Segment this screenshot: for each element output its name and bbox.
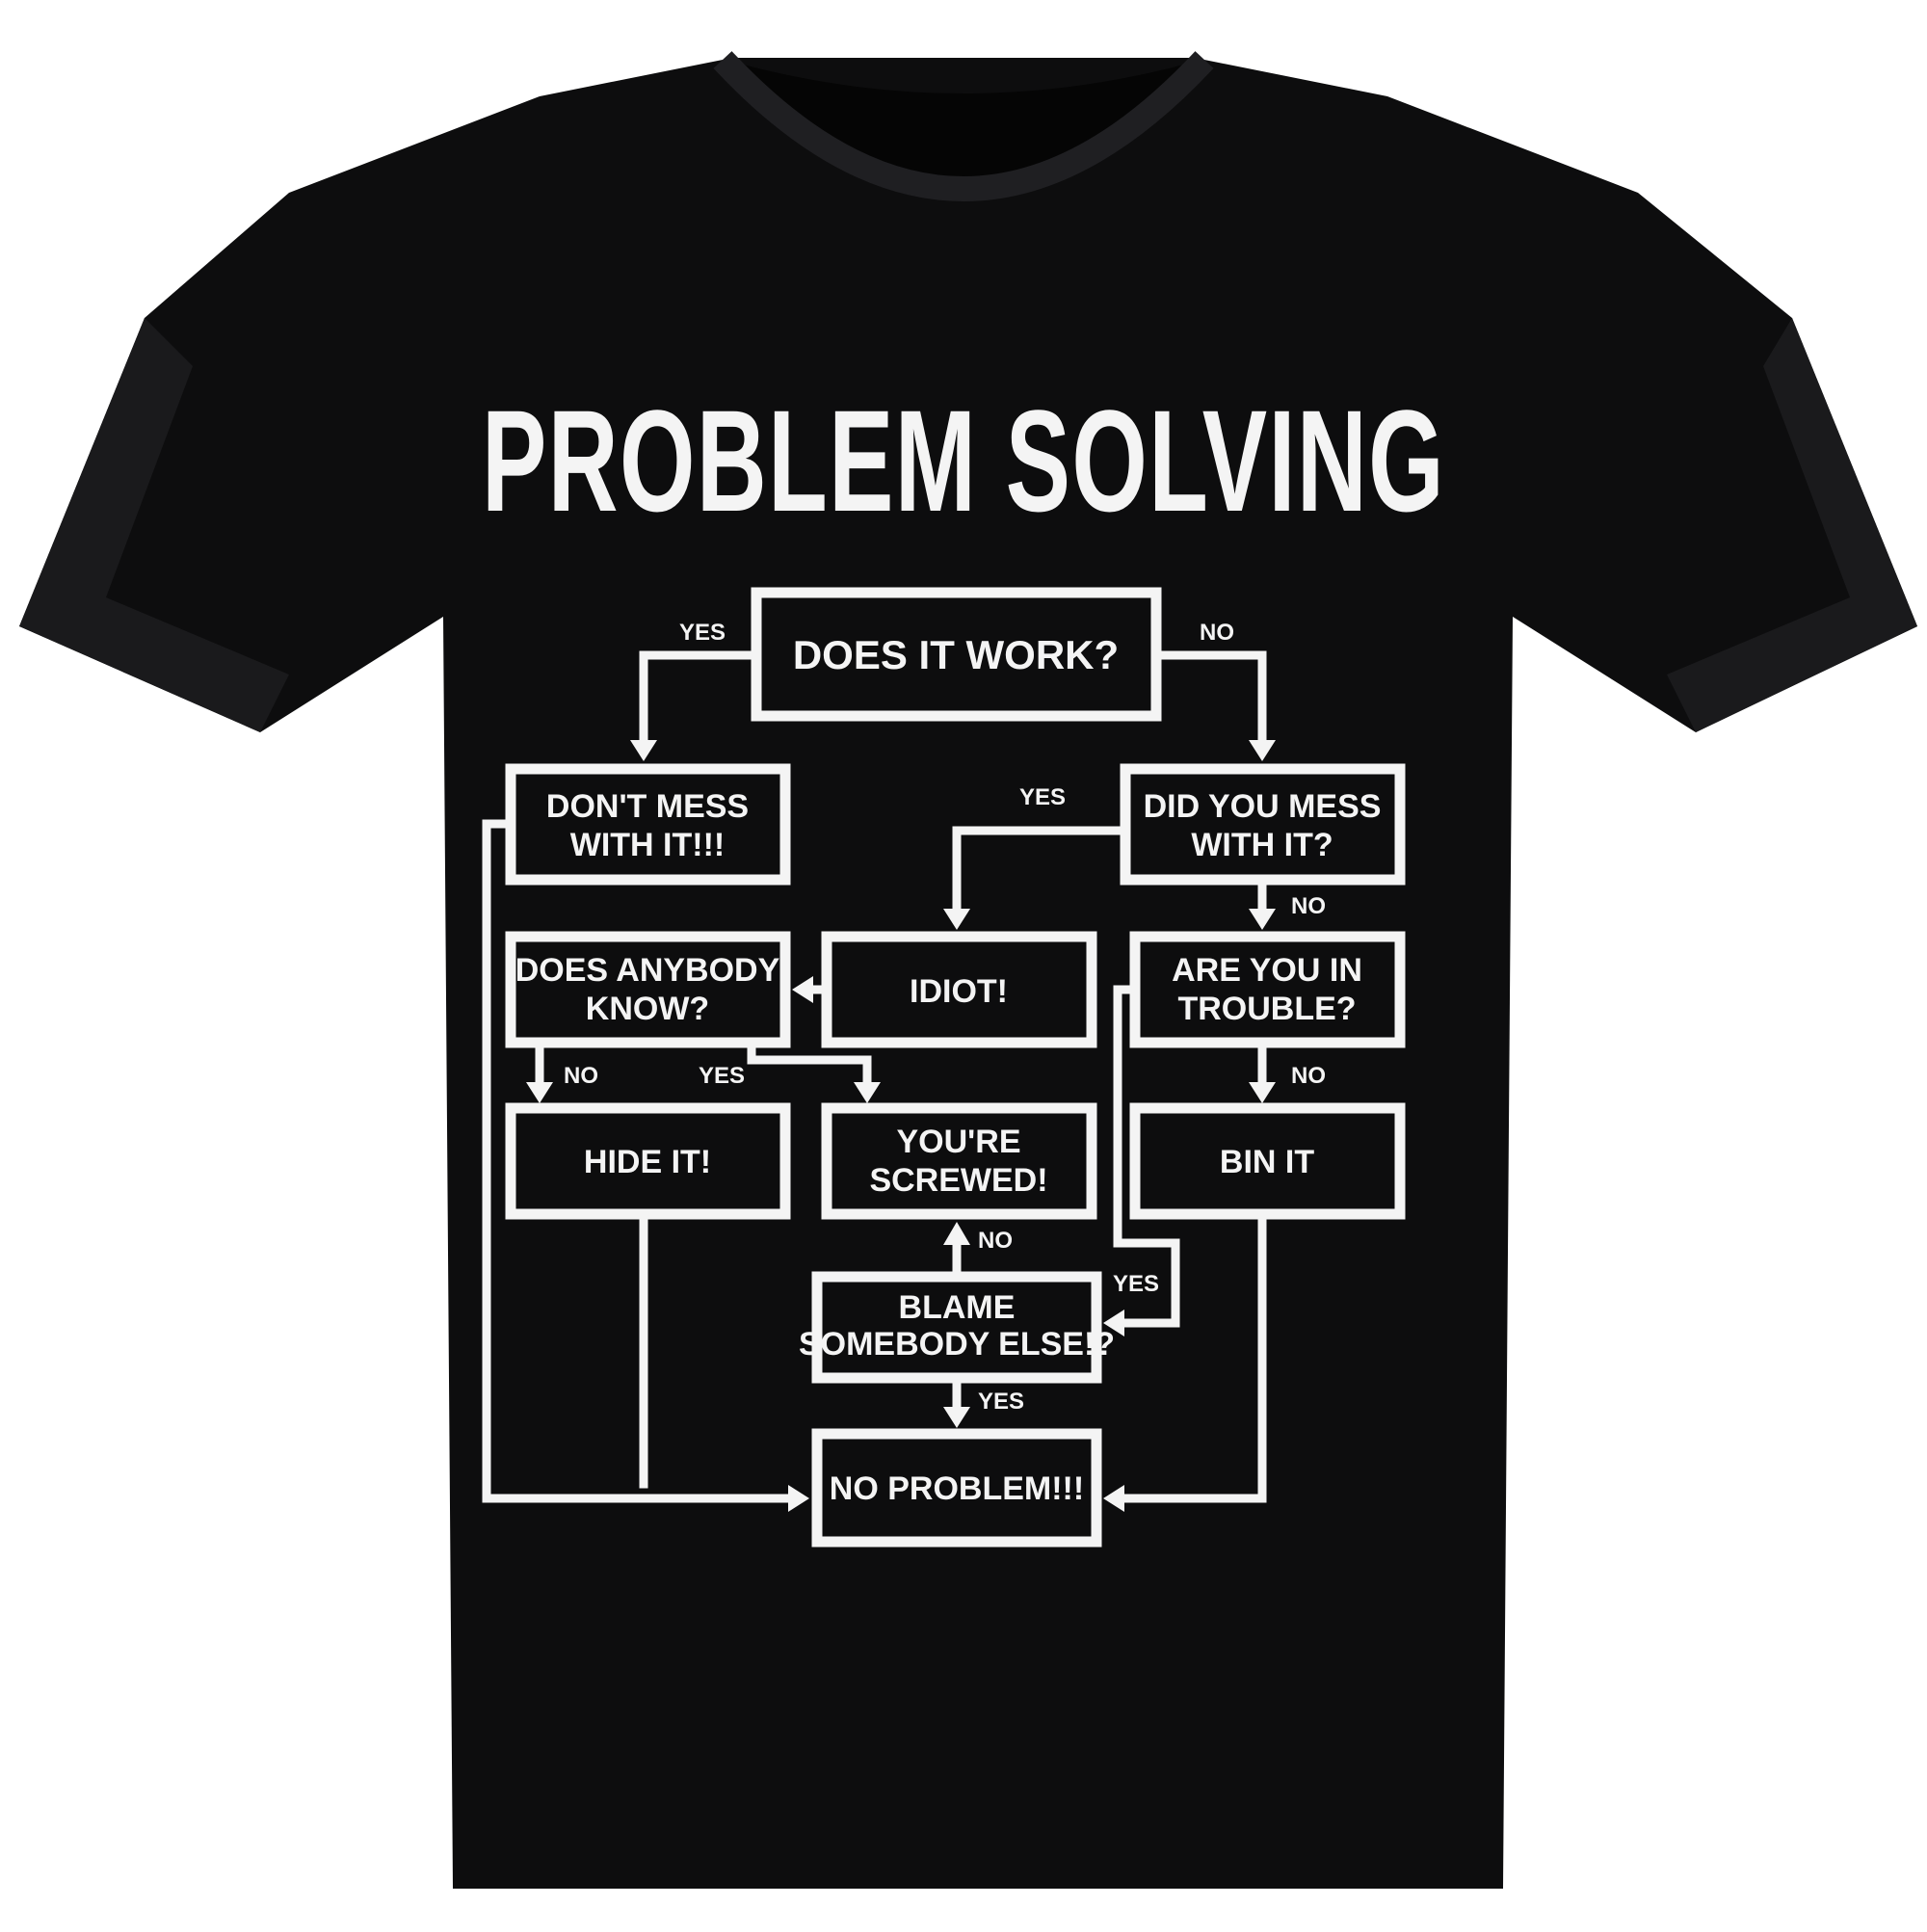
edge-work-yes	[639, 650, 761, 747]
box-bin-it	[1129, 1102, 1406, 1220]
edge-work-no-arrowhead	[1249, 740, 1276, 761]
label-trouble-yes: YES	[1113, 1271, 1159, 1297]
edge-idiot-arrowhead	[792, 976, 813, 1003]
node-hide-it: HIDE IT!	[584, 1144, 711, 1180]
edge-trouble-no-arrowhead	[1249, 1082, 1276, 1103]
edge-blame-no-arrowhead	[943, 1222, 970, 1245]
label-anybody-no: NO	[564, 1063, 598, 1089]
edge-anybody-yes-arrowhead	[854, 1082, 881, 1103]
edge-trouble-yes	[1113, 985, 1180, 1328]
node-does-anybody-line1: DOES ANYBODY	[515, 952, 780, 989]
node-screwed-line1: YOU'RE	[897, 1124, 1021, 1160]
node-no-problem: NO PROBLEM!!!	[830, 1470, 1084, 1507]
edge-mess-yes-arrowhead	[943, 909, 970, 930]
edge-dont-mess-arrowhead	[788, 1485, 809, 1512]
edge-blame-yes-arrowhead	[943, 1407, 970, 1428]
tshirt-sleeve-shade-left	[19, 318, 289, 732]
edge-mess-yes	[952, 826, 1130, 915]
box-no-problem	[811, 1428, 1102, 1548]
node-idiot: IDIOT!	[910, 973, 1008, 1010]
node-trouble-line1: ARE YOU IN	[1172, 952, 1362, 989]
edge-anybody-yes	[747, 1038, 872, 1089]
edge-dont-mess-to-no-problem	[482, 819, 795, 1503]
label-mess-yes: YES	[1019, 784, 1066, 810]
edge-trouble-yes-arrowhead	[1103, 1310, 1124, 1337]
tshirt-body	[19, 58, 1917, 1889]
tshirt-collar	[713, 51, 1214, 201]
label-work-no: NO	[1200, 620, 1234, 646]
edge-mess-no-arrowhead	[1249, 909, 1276, 930]
box-screwed	[821, 1102, 1097, 1220]
label-mess-no: NO	[1291, 893, 1326, 919]
node-screwed-line2: SCREWED!	[869, 1162, 1047, 1199]
edge-work-no	[1151, 650, 1267, 747]
node-trouble-line2: TROUBLE?	[1177, 991, 1356, 1027]
print-title: PROBLEM SOLVING	[482, 380, 1445, 542]
node-did-you-mess-line1: DID YOU MESS	[1144, 788, 1382, 825]
label-blame-yes: YES	[978, 1389, 1024, 1415]
edge-work-yes-arrowhead	[630, 740, 657, 761]
node-blame-line1: BLAME	[899, 1289, 1016, 1326]
label-anybody-yes: YES	[699, 1063, 745, 1089]
node-does-anybody-line2: KNOW?	[586, 991, 709, 1027]
node-does-it-work: DOES IT WORK?	[793, 632, 1119, 677]
edge-anybody-no-arrowhead	[526, 1082, 553, 1103]
label-work-yes: YES	[679, 620, 726, 646]
node-did-you-mess-line2: WITH IT?	[1191, 827, 1333, 863]
node-blame-line2: SOMEBODY ELSE!?	[799, 1326, 1115, 1363]
node-dont-mess-line2: WITH IT!!!	[570, 827, 726, 863]
edge-bin-arrowhead	[1103, 1485, 1124, 1512]
tshirt-sleeve-shade-right	[1667, 318, 1917, 732]
label-trouble-no: NO	[1291, 1063, 1326, 1089]
edge-bin-to-no-problem	[1118, 1209, 1267, 1503]
box-does-anybody	[505, 931, 791, 1048]
label-blame-no: NO	[978, 1228, 1013, 1254]
node-bin-it: BIN IT	[1220, 1144, 1314, 1180]
node-dont-mess-line1: DON'T MESS	[546, 788, 749, 825]
